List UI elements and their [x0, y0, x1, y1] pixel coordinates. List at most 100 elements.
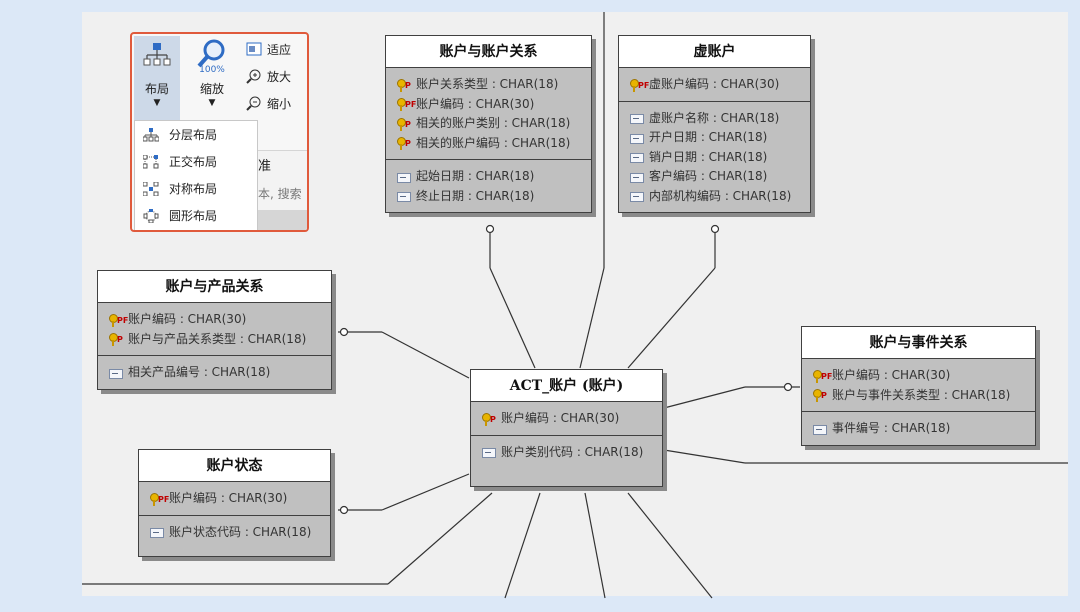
column-attribute[interactable]: 虚账户名称 : CHAR(18) — [629, 109, 800, 129]
column-icon — [396, 171, 412, 183]
zoom-in-label: 放大 — [267, 69, 292, 84]
entity-title: 账户与事件关系 — [802, 327, 1035, 359]
entity-title: ACT_账户 (账户) — [471, 370, 662, 402]
layout-button[interactable]: 布局 ▼ — [134, 36, 180, 120]
column-icon — [629, 190, 645, 203]
entity-title: 账户状态 — [139, 450, 330, 482]
ribbon-popup: 布局 ▼ 100% 缩放 ▼ 适应 放大 缩小 准 本, 搜索 分层布局 正交 — [130, 32, 309, 232]
zoom-out-icon — [246, 96, 261, 111]
menu-item-symmetric[interactable]: 对称布局 — [135, 175, 257, 202]
primary-key-icon: P — [396, 137, 412, 151]
column-icon — [149, 526, 165, 539]
relationship-end-marker — [339, 505, 349, 515]
column-attribute[interactable]: 内部机构编码 : CHAR(18) — [629, 187, 800, 207]
layout-label: 布局 — [144, 82, 169, 96]
column-attribute[interactable]: 终止日期 : CHAR(18) — [396, 187, 581, 207]
menu-item-label: 分层布局 — [169, 128, 218, 142]
column-attribute[interactable]: 账户状态代码 : CHAR(18) — [149, 523, 320, 543]
column-icon — [108, 367, 124, 379]
panel-bar — [258, 210, 307, 230]
menu-item-hierarchical[interactable]: 分层布局 — [135, 121, 257, 148]
entity-title: 账户与账户关系 — [386, 36, 591, 68]
symmetric-layout-icon — [143, 181, 159, 196]
orthogonal-layout-icon — [143, 154, 159, 168]
column-icon — [629, 132, 645, 144]
foreign-key-icon: PF — [108, 313, 128, 327]
foreign-key-icon: PF — [629, 78, 649, 92]
zoom-out-label: 缩小 — [267, 96, 292, 111]
menu-item-label: 对称布局 — [169, 182, 218, 196]
fit-icon — [246, 42, 262, 56]
fit-button[interactable]: 适应 — [246, 38, 291, 60]
column-section: 相关产品编号 : CHAR(18) — [98, 355, 331, 389]
column-attribute[interactable]: 客户编码 : CHAR(18) — [629, 167, 800, 187]
primary-key-icon: P — [812, 389, 828, 403]
background-panel: 准 本, 搜索 — [258, 150, 307, 230]
foreign-key-icon: PF — [149, 492, 169, 506]
zoom-in-button[interactable]: 放大 — [246, 65, 291, 87]
zoom-button[interactable]: 100% 缩放 ▼ — [186, 36, 238, 120]
relationship-end-marker — [783, 382, 793, 392]
primary-key-icon: P — [481, 412, 497, 426]
zoom-out-button[interactable]: 缩小 — [246, 92, 291, 114]
column-attribute[interactable]: 事件编号 : CHAR(18) — [812, 419, 1025, 439]
menu-item-orthogonal[interactable]: 正交布局 — [135, 148, 257, 175]
relationship-line — [381, 473, 470, 511]
relationship-line — [504, 492, 541, 599]
foreign-key-icon: PF — [396, 98, 416, 112]
chevron-down-icon: ▼ — [153, 98, 161, 108]
column-section: 事件编号 : CHAR(18) — [802, 411, 1035, 445]
relationship-end-marker — [485, 224, 495, 234]
column-icon — [481, 446, 497, 459]
panel-tab-text: 准 — [258, 159, 272, 174]
relationship-line — [627, 267, 716, 369]
chevron-down-icon: ▼ — [208, 98, 216, 108]
column-section: 虚账户名称 : CHAR(18) 开户日期 : CHAR(18) 销户日期 : … — [619, 100, 810, 213]
menu-item-circular[interactable]: 圆形布局 — [135, 202, 257, 229]
layout-menu: 分层布局 正交布局 对称布局 圆形布局 — [134, 120, 258, 230]
relationship-line — [489, 267, 536, 369]
column-attribute[interactable]: 相关产品编号 : CHAR(18) — [108, 363, 321, 383]
column-attribute[interactable]: 销户日期 : CHAR(18) — [629, 148, 800, 168]
panel-search-text: 本, 搜索 — [258, 187, 302, 201]
relationship-line — [627, 492, 713, 599]
column-attribute[interactable]: 起始日期 : CHAR(18) — [396, 167, 581, 187]
fit-label: 适应 — [267, 42, 292, 57]
relationship-line — [387, 492, 493, 585]
relationship-line — [663, 386, 746, 409]
relationship-end-marker — [339, 327, 349, 337]
relationship-line — [579, 267, 605, 369]
menu-item-label: 正交布局 — [169, 155, 218, 169]
entity-title: 账户与产品关系 — [98, 271, 331, 303]
column-attribute[interactable]: 开户日期 : CHAR(18) — [629, 128, 800, 148]
column-icon — [396, 190, 412, 203]
column-icon — [629, 112, 645, 125]
column-section: 账户类别代码 : CHAR(18) — [471, 434, 662, 487]
circular-layout-icon — [143, 208, 159, 223]
column-attribute[interactable]: 账户类别代码 : CHAR(18) — [481, 443, 652, 463]
zoom-percent: 100% — [199, 65, 225, 75]
